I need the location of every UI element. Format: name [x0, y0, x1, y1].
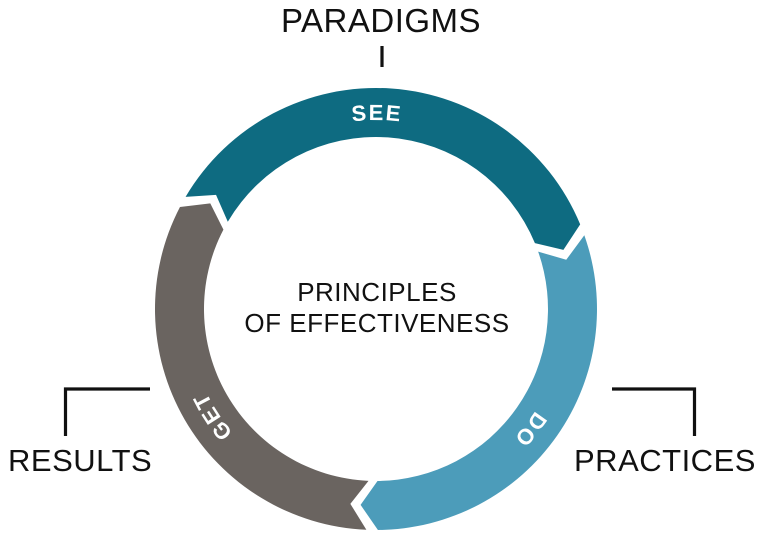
practices-bracket-line: [612, 387, 697, 436]
label-practices: PRACTICES: [574, 443, 756, 478]
segment-see-arc: [185, 87, 581, 250]
center-label-line2: OF EFFECTIVENESS: [244, 308, 509, 338]
center-label-line1: PRINCIPLES: [297, 277, 457, 307]
segment-see-label: SEE: [351, 100, 405, 127]
segment-get-arc: [154, 203, 369, 530]
label-results: RESULTS: [8, 443, 152, 478]
label-paradigms: PARADIGMS: [281, 2, 481, 39]
results-bracket-line: [63, 387, 150, 436]
segment-do-arc: [360, 235, 597, 530]
